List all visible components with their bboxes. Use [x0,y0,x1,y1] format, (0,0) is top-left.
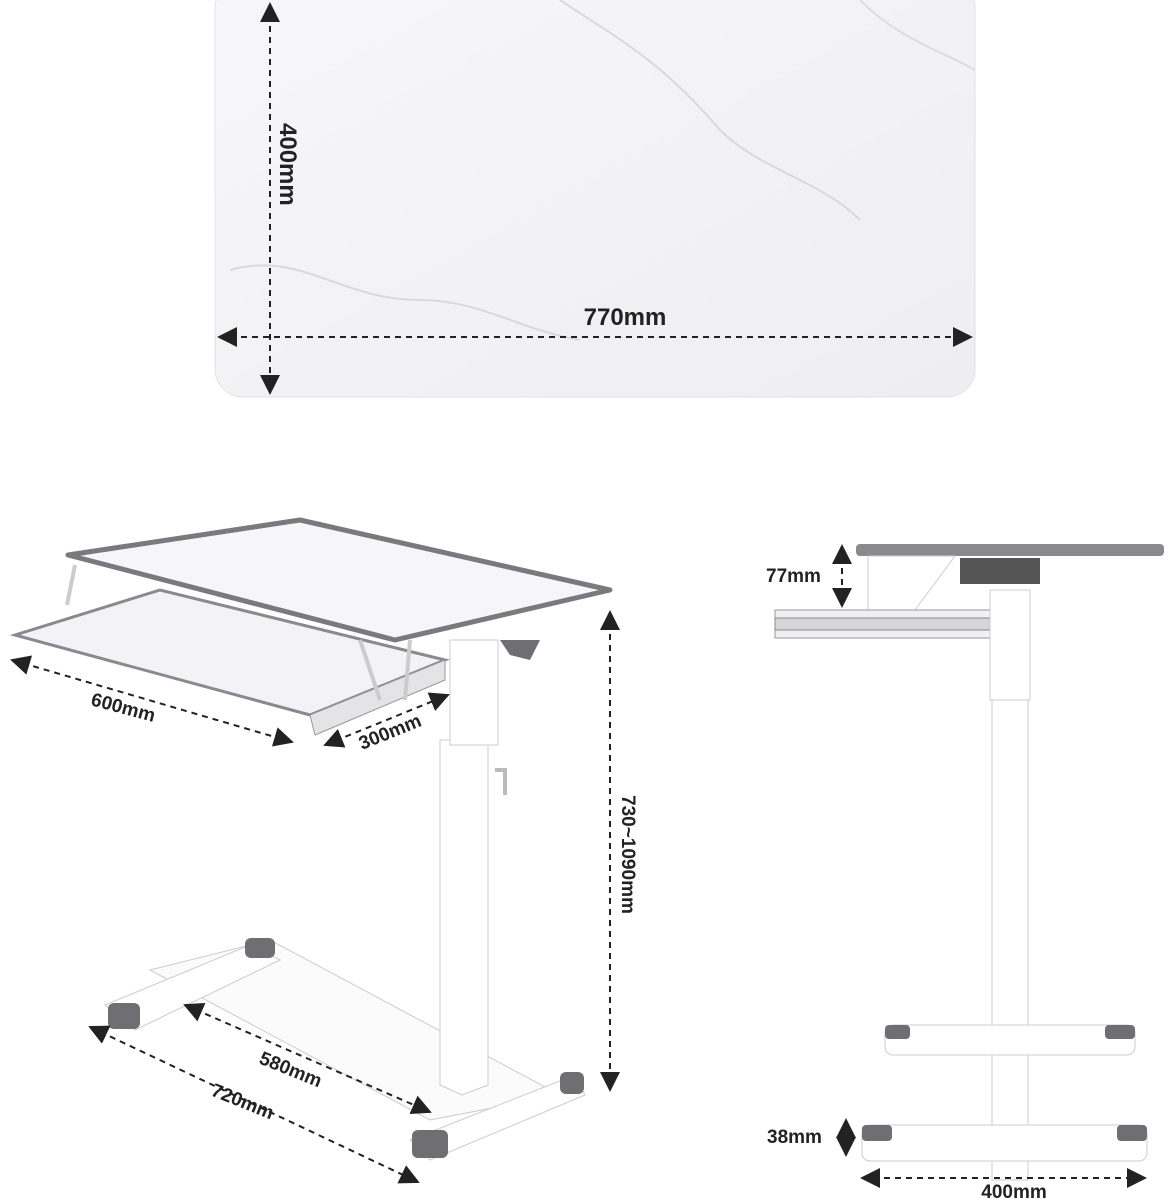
perspective-view: 600mm 300mm 730~1090mm 580mm 720mm [9,517,638,1184]
tilt-handle [500,640,540,660]
tabletop [65,517,613,643]
outer-base-dimension-line [88,1025,420,1184]
side-front-foot [861,1124,1148,1162]
marble-vein [859,0,976,71]
foot-cap [885,1025,910,1039]
side-tabletop [856,544,1164,556]
tabletop-support [65,564,412,701]
side-rear-foot [884,1024,1136,1056]
tray-depth-dimension-line [323,692,450,748]
foot-cap [1105,1025,1135,1039]
top-view: 400mm 770mm [214,0,976,398]
lower-column [439,739,489,1096]
tray-rail [774,617,991,631]
foot-cap [560,1072,584,1094]
side-upper-column [989,589,1031,701]
side-bracket [867,555,956,611]
side-lower-column [991,699,1029,1181]
foot-cap [862,1125,892,1141]
marble-vein [559,0,861,221]
tray-width-label: 600mm [89,690,158,727]
height-lever [495,768,507,795]
foot-cap [108,1003,140,1029]
foot-height-label: 38mm [767,1127,822,1148]
height-range-label: 730~1090mm [617,795,638,914]
tray-depth-label: 300mm [356,711,425,755]
outer-base-label: 720mm [208,1080,277,1124]
foot-cap [412,1130,448,1158]
base-width-label: 400mm [981,1182,1047,1200]
tray-gap-label: 77mm [766,566,821,587]
tabletop-top [214,0,976,398]
width-label: 770mm [584,304,667,331]
marble-vein [229,264,581,341]
side-view: 77mm 38mm 400mm [766,544,1164,1200]
depth-label: 400mm [274,123,301,206]
upper-column [449,639,499,746]
tray-width-dimension-line [10,655,294,747]
foot-cap [245,938,275,958]
foot-cap [1117,1125,1147,1141]
side-mechanism [960,558,1040,584]
